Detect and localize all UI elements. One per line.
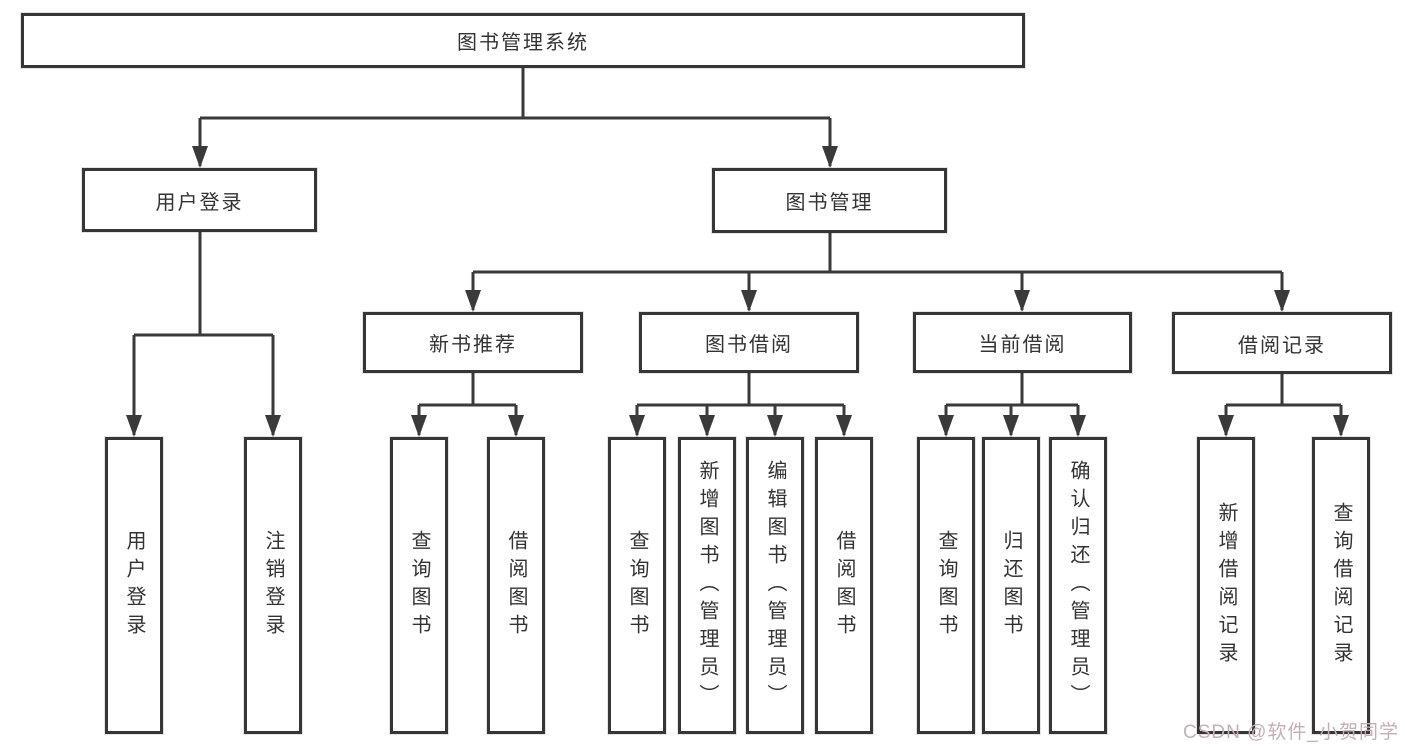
leaf-label: 编辑图书（管理员）: [764, 459, 786, 712]
leaf-logout: 注销登录: [244, 437, 302, 734]
node-user-login: 用户登录: [82, 168, 317, 232]
leaf-label: 新增图书（管理员）: [696, 459, 718, 712]
leaf-label: 查询图书: [626, 529, 648, 642]
node-book-borrowing: 图书借阅: [639, 312, 859, 373]
leaf-label: 借阅图书: [833, 529, 855, 642]
leaf-label: 确认归还（管理员）: [1067, 459, 1089, 712]
node-new-book-recommend: 新书推荐: [363, 312, 583, 373]
node-label: 图书管理: [785, 192, 874, 214]
leaf-label: 查询借阅记录: [1330, 501, 1352, 670]
node-library-management-system: 图书管理系统: [21, 13, 1025, 68]
leaf-return-books: 归还图书: [982, 437, 1040, 734]
leaf-label: 查询图书: [935, 529, 957, 642]
node-current-borrowing: 当前借阅: [913, 312, 1132, 373]
leaf-query-books: 查询图书: [390, 437, 448, 734]
leaf-edit-book-admin: 编辑图书（管理员）: [746, 437, 804, 734]
node-label: 图书借阅: [705, 334, 793, 356]
leaf-label: 借阅图书: [505, 529, 527, 642]
leaf-confirm-return-admin: 确认归还（管理员）: [1049, 437, 1107, 734]
node-label: 图书管理系统: [457, 32, 589, 54]
leaf-label: 用户登录: [123, 529, 145, 642]
node-label: 当前借阅: [978, 334, 1067, 356]
leaf-label: 新增借阅记录: [1215, 501, 1237, 670]
leaf-query-books: 查询图书: [608, 437, 666, 734]
leaf-add-borrow-record: 新增借阅记录: [1197, 437, 1255, 734]
leaf-borrow-books: 借阅图书: [487, 437, 545, 734]
leaf-user-login: 用户登录: [105, 437, 163, 734]
arrowhead-icons: [126, 146, 1349, 437]
leaf-borrow-books: 借阅图书: [815, 437, 873, 734]
node-label: 用户登录: [155, 191, 244, 214]
node-borrow-records: 借阅记录: [1172, 312, 1392, 374]
csdn-watermark: CSDN @软件_小贺同学: [1183, 722, 1399, 743]
leaf-add-book-admin: 新增图书（管理员）: [678, 437, 736, 734]
leaf-query-borrow-record: 查询借阅记录: [1312, 437, 1370, 734]
leaf-label: 归还图书: [1000, 529, 1022, 642]
leaf-query-books: 查询图书: [917, 437, 975, 734]
node-label: 借阅记录: [1238, 334, 1326, 357]
node-label: 新书推荐: [429, 334, 517, 356]
node-book-management: 图书管理: [712, 168, 947, 233]
leaf-label: 查询图书: [408, 529, 430, 642]
leaf-label: 注销登录: [262, 529, 284, 642]
